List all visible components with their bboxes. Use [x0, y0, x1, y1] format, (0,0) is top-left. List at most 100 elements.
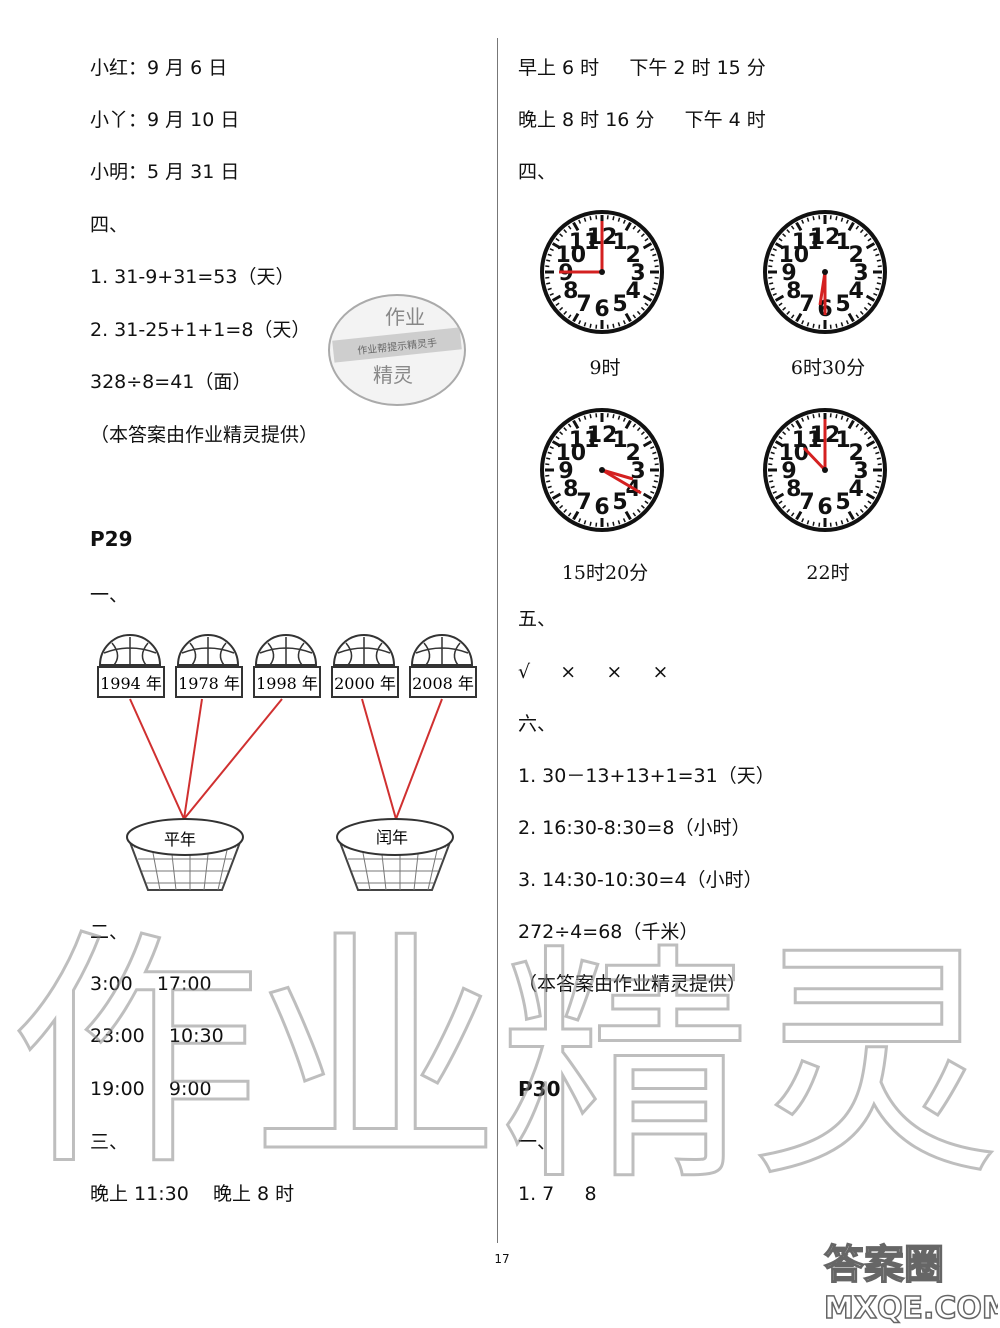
- clock-tick: [644, 500, 649, 505]
- clock-tick: [772, 446, 777, 450]
- clock-tick: [632, 423, 637, 428]
- clock-tick: [652, 253, 657, 257]
- clock-tick: [774, 492, 785, 500]
- clock-numeral: 3: [630, 261, 645, 286]
- clock-tick: [589, 323, 592, 328]
- answer-line: 2. 16:30-8:30=8（小时）: [518, 817, 751, 839]
- clock-tick: [847, 221, 855, 232]
- clock-numeral: 11: [569, 230, 600, 255]
- clock-tick: [865, 440, 876, 448]
- answer-line: 328÷8=41（面）: [90, 371, 252, 393]
- clock-tick: [549, 490, 554, 494]
- clock-numeral: 3: [853, 261, 868, 286]
- clock-tick: [855, 512, 860, 517]
- clock-tick: [806, 415, 810, 420]
- clock-tick: [873, 446, 878, 450]
- clock-tick: [559, 306, 564, 311]
- clock-caption: 9时: [589, 357, 621, 379]
- clock-tick: [567, 314, 572, 319]
- clock-tick: [567, 423, 572, 428]
- clock-tick: [644, 302, 649, 307]
- clock-tick: [578, 219, 582, 224]
- clock-tick: [806, 520, 810, 525]
- clock-numeral: 1: [835, 428, 850, 453]
- stamp-bottom: 精灵: [373, 363, 413, 387]
- watermark: 作 业 精 灵: [9, 907, 1000, 1201]
- clock-tick: [847, 419, 855, 430]
- clock-tick: [770, 485, 775, 489]
- clock-numeral: 11: [569, 428, 600, 453]
- clock-tick: [589, 521, 592, 526]
- clock-tick: [563, 508, 568, 513]
- clock-tick: [559, 431, 564, 436]
- judgement-marks: √ × × ×: [518, 661, 669, 683]
- clock-tick: [583, 322, 587, 327]
- clock-tick: [774, 242, 785, 250]
- clock-tick: [622, 219, 626, 224]
- clock-tick: [547, 485, 552, 489]
- clock-tick: [855, 423, 860, 428]
- clock-tick: [778, 302, 783, 307]
- clock-tick: [547, 287, 552, 291]
- clock-tick: [653, 282, 658, 285]
- clock-numeral: 7: [799, 292, 814, 317]
- site-logo: 答案圈 MXQE.COM: [823, 1241, 998, 1326]
- answer-line: 晚上 11:30 晚上 8 时: [90, 1183, 295, 1205]
- clock-tick: [786, 229, 791, 234]
- clock-tick: [790, 512, 795, 517]
- clock-tick: [845, 518, 849, 523]
- page-heading-p29: P29: [90, 527, 133, 551]
- basketball-icon: [410, 634, 474, 666]
- year-label: 1998 年: [256, 674, 318, 693]
- clock-tick: [572, 419, 580, 430]
- clock-tick: [790, 314, 795, 319]
- section-heading-2: 二、: [90, 921, 129, 943]
- answer-line: 3. 14:30-10:30=4（小时）: [518, 869, 763, 891]
- clock-tick: [555, 302, 560, 307]
- clock-tick: [551, 294, 562, 302]
- clock-tick: [642, 294, 653, 302]
- clock-tick: [547, 451, 552, 455]
- clock-tick: [617, 322, 621, 327]
- answer-line: 1. 31-9+31=53（天）: [90, 266, 295, 288]
- answer-xiaoming: 小明：5 月 31 日: [90, 161, 240, 183]
- clock-numeral: 3: [630, 459, 645, 484]
- clock-tick: [840, 415, 844, 420]
- clock-numeral: 6: [817, 495, 832, 520]
- clock-tick: [622, 320, 626, 325]
- clock-tick: [782, 306, 787, 311]
- clock-tick: [640, 504, 645, 509]
- clock-tick: [845, 417, 849, 422]
- connection-lines: [129, 698, 443, 820]
- clock-tick: [782, 504, 787, 509]
- clock-numeral: 4: [626, 279, 641, 304]
- clock-tick: [624, 312, 632, 323]
- answer-line: 3:00 17:00: [90, 973, 212, 995]
- answer-line: 1. 7 8: [518, 1183, 597, 1205]
- clock-tick: [612, 216, 615, 221]
- clock-tick: [847, 510, 855, 521]
- clock-tick: [578, 518, 582, 523]
- clock-numeral: 10: [556, 441, 587, 466]
- clock-tick: [612, 414, 615, 419]
- clock-tick: [770, 451, 775, 455]
- clock-tick: [551, 492, 562, 500]
- clock-numeral: 4: [849, 477, 864, 502]
- clock-numeral: 5: [835, 490, 850, 515]
- clock-numeral: 1: [835, 230, 850, 255]
- clock-tick: [873, 292, 878, 296]
- clock-caption: 6时30分: [790, 357, 866, 379]
- clock-tick: [865, 294, 876, 302]
- clock-tick: [772, 292, 777, 296]
- clock-tick: [845, 320, 849, 325]
- clock-numeral: 10: [556, 243, 587, 268]
- watermark-char: 精: [500, 923, 750, 1200]
- clock-tick: [847, 312, 855, 323]
- clock-numeral: 5: [835, 292, 850, 317]
- clock-tick: [801, 219, 805, 224]
- page-number: 17: [494, 1252, 510, 1266]
- clock-tick: [563, 427, 568, 432]
- clock-tick: [549, 292, 554, 296]
